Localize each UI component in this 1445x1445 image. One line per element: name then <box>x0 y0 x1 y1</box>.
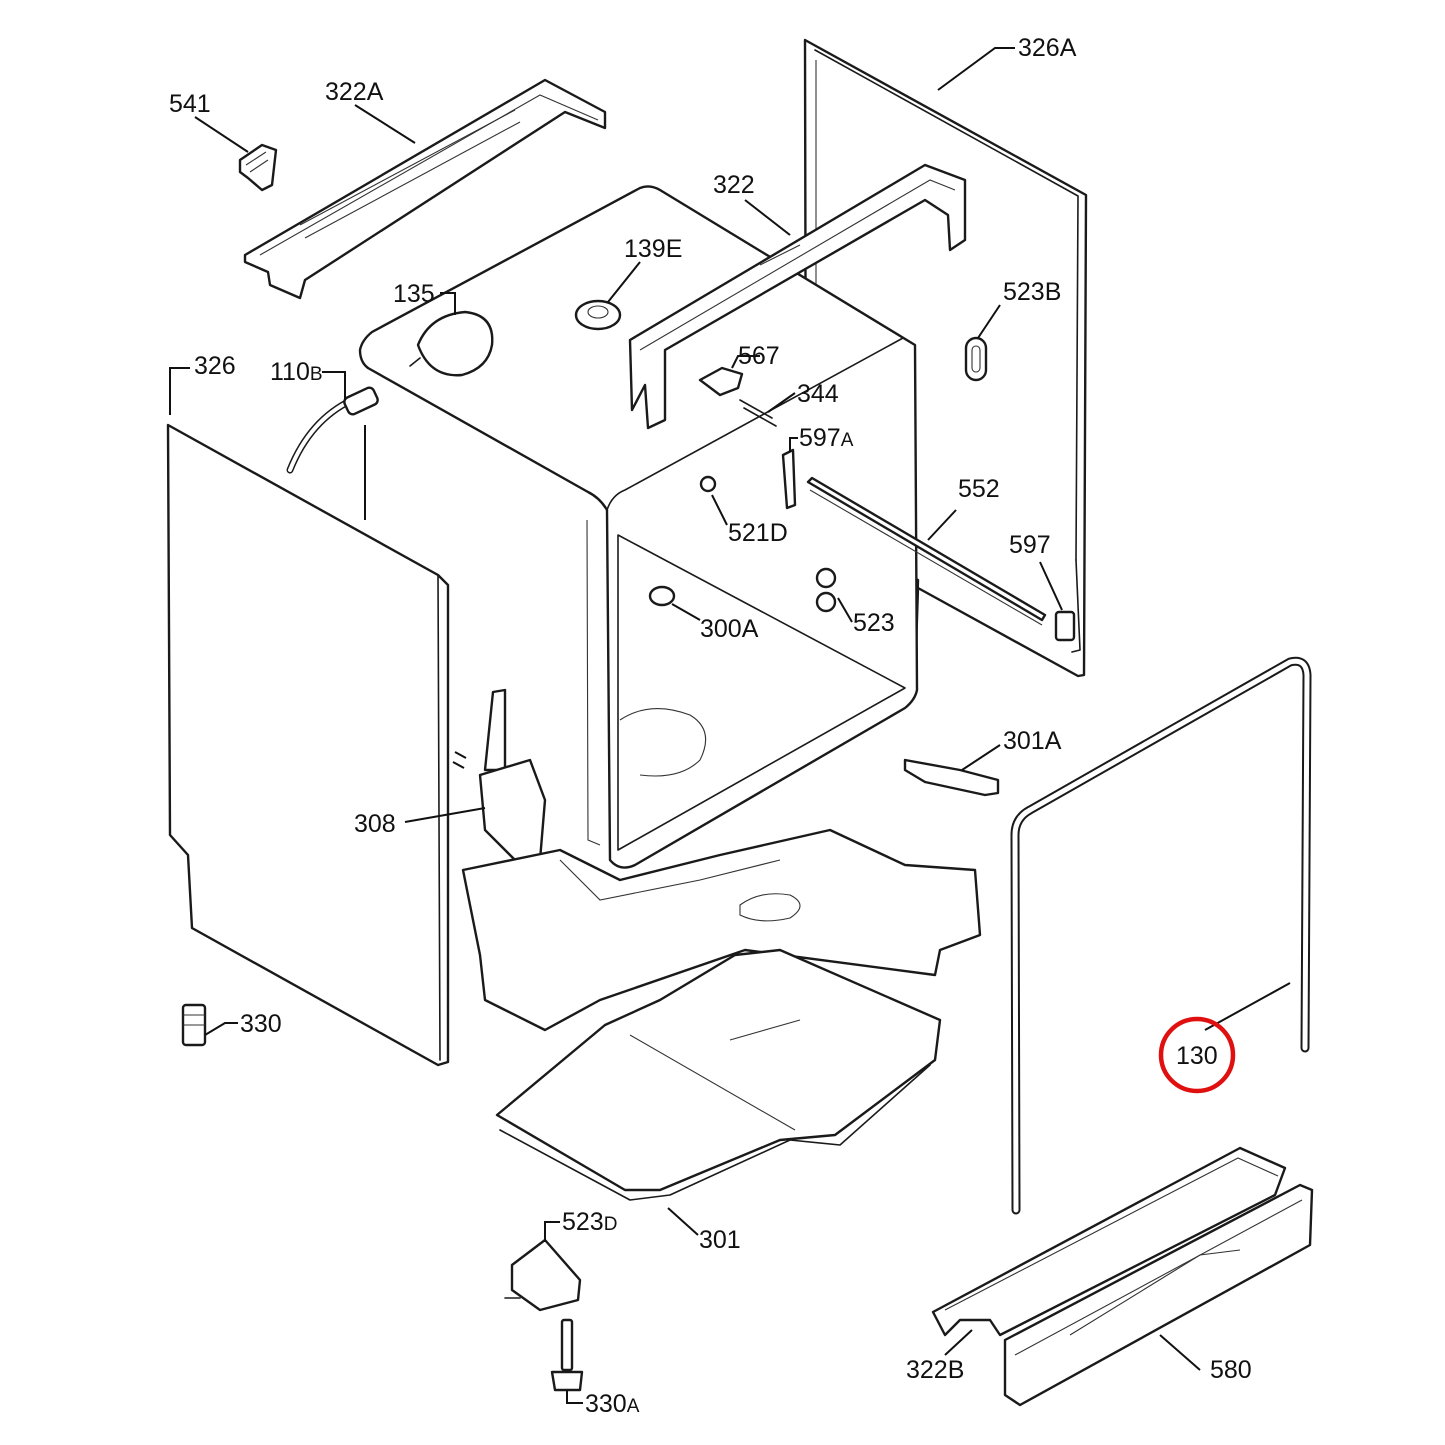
label-597A: 597A <box>799 424 854 452</box>
label-552: 552 <box>958 475 1000 503</box>
part-521D-nut[interactable] <box>699 475 717 493</box>
part-labels: 326A 541 322A 322 139E 135 523B 567 344 … <box>169 34 1252 1418</box>
label-322B: 322B <box>906 1356 964 1384</box>
part-322B-bottom-rail[interactable] <box>931 1146 1287 1337</box>
label-135: 135 <box>393 280 435 308</box>
label-567: 567 <box>738 342 780 370</box>
label-597: 597 <box>1009 531 1051 559</box>
label-523D: 523D <box>562 1208 617 1236</box>
part-326-left-panel[interactable] <box>166 423 450 1067</box>
label-330: 330 <box>240 1010 282 1038</box>
label-541: 541 <box>169 90 211 118</box>
part-330-foot[interactable] <box>181 1003 207 1047</box>
part-308-hinge[interactable] <box>478 688 547 867</box>
part-110B-hose[interactable] <box>286 386 379 474</box>
part-322-top-bracket[interactable] <box>628 163 967 430</box>
label-344: 344 <box>797 380 839 408</box>
part-135-knob[interactable] <box>409 310 494 377</box>
part-523B-grommet[interactable] <box>964 336 988 382</box>
part-580-base-rail[interactable] <box>1003 1183 1314 1407</box>
part-139E-cap[interactable] <box>574 299 622 331</box>
label-326: 326 <box>194 352 236 380</box>
label-322: 322 <box>713 171 755 199</box>
part-552-rail[interactable] <box>806 476 1047 626</box>
part-523-roller[interactable] <box>815 567 837 613</box>
label-322A: 322A <box>325 78 384 106</box>
part-301-base-tray[interactable] <box>495 948 942 1201</box>
label-110B: 110B <box>270 358 323 386</box>
part-567-bracket[interactable] <box>698 366 744 397</box>
part-541-clip[interactable] <box>238 143 278 192</box>
part-330A-foot[interactable] <box>550 1318 584 1392</box>
label-301: 301 <box>699 1226 741 1254</box>
label-301A: 301A <box>1003 727 1062 755</box>
label-580: 580 <box>1210 1356 1252 1384</box>
leader-lines <box>169 47 1291 1404</box>
label-139E: 139E <box>624 235 682 263</box>
part-300A-nut[interactable] <box>648 585 676 607</box>
part-322A-top-rail[interactable] <box>243 78 607 300</box>
label-300A: 300A <box>700 615 759 643</box>
part-301A-bracket[interactable] <box>903 758 1000 797</box>
part-tub[interactable] <box>358 185 919 869</box>
label-308: 308 <box>354 810 396 838</box>
part-base-frame[interactable] <box>461 828 982 1032</box>
part-597-stop[interactable] <box>1054 610 1076 642</box>
label-523B: 523B <box>1003 278 1061 306</box>
label-130: 130 <box>1176 1042 1218 1070</box>
label-326A: 326A <box>1018 34 1077 62</box>
part-130-door-seal[interactable] <box>1010 656 1312 1215</box>
label-330A: 330A <box>585 1390 640 1418</box>
part-344-clip[interactable] <box>739 399 777 427</box>
highlight-circle-130 <box>1158 1016 1236 1094</box>
label-521D: 521D <box>728 519 788 547</box>
label-523: 523 <box>853 609 895 637</box>
part-523D-bracket[interactable] <box>504 1238 582 1312</box>
